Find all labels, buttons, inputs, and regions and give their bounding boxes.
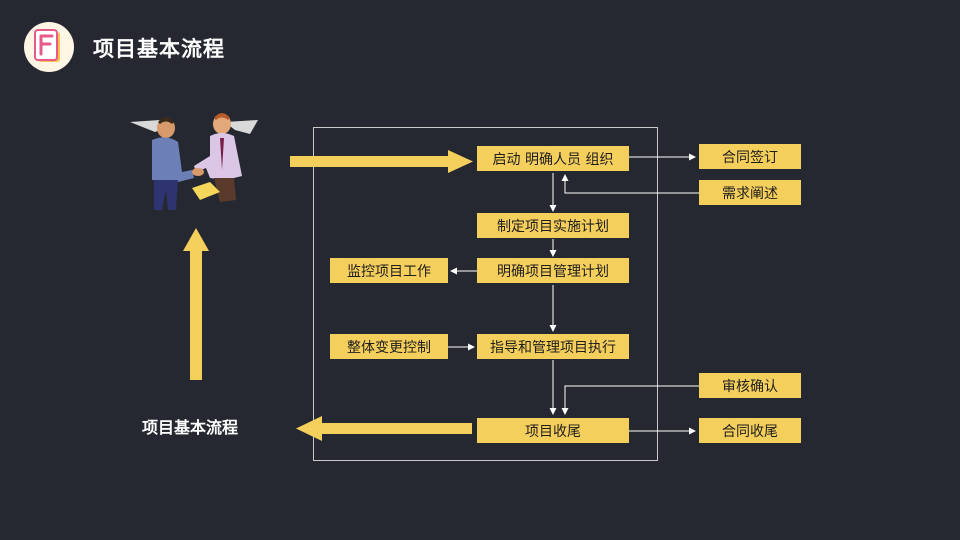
box-close: 项目收尾	[477, 418, 629, 443]
arrow-right-big	[290, 150, 473, 173]
handshake-illustration	[130, 110, 265, 215]
page-title: 项目基本流程	[93, 37, 225, 61]
box-change: 整体变更控制	[330, 334, 448, 359]
box-contract-close: 合同收尾	[699, 418, 801, 443]
arrow-up-big	[183, 228, 209, 380]
logo	[24, 22, 74, 72]
box-plan-mgmt: 明确项目管理计划	[477, 258, 629, 283]
box-monitor: 监控项目工作	[330, 258, 448, 283]
box-req-desc: 需求阐述	[699, 180, 801, 205]
box-start: 启动 明确人员 组织	[477, 146, 629, 171]
box-audit: 审核确认	[699, 373, 801, 398]
process-frame	[313, 127, 658, 461]
side-label: 项目基本流程	[142, 418, 239, 437]
box-execute: 指导和管理项目执行	[477, 334, 629, 359]
arrow-left-big	[296, 416, 472, 441]
box-contract-sign: 合同签订	[699, 144, 801, 169]
box-plan-impl: 制定项目实施计划	[477, 213, 629, 238]
